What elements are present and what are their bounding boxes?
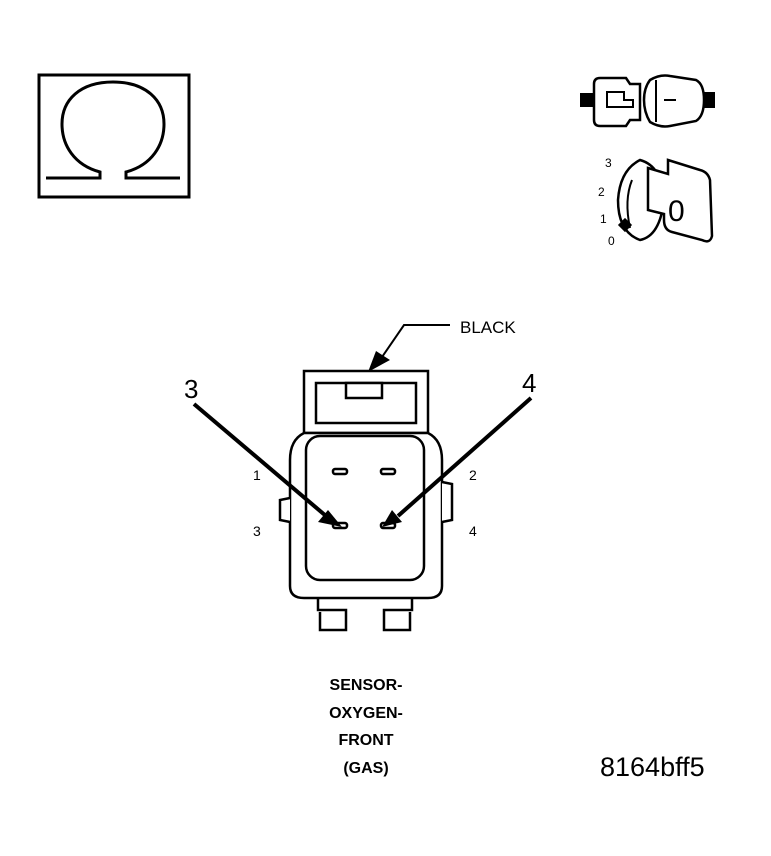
key-position-2: 2: [598, 185, 605, 199]
caption-line-4: (GAS): [343, 759, 389, 777]
pin-label-2: 2: [469, 467, 477, 483]
component-caption: SENSOR- OXYGEN- FRONT (GAS): [266, 672, 466, 782]
key-position-indicator: 0: [668, 195, 685, 228]
caption-line-3: FRONT: [338, 732, 394, 749]
pin-label-1: 1: [253, 467, 261, 483]
pin-label-4: 4: [469, 523, 477, 539]
pin-label-3: 3: [253, 523, 261, 539]
key-position-1: 1: [600, 212, 607, 226]
callout-number-4: 4: [522, 368, 536, 398]
disconnect-connector-icon: [580, 74, 715, 128]
caption-line-2: OXYGEN-: [329, 704, 403, 722]
ohmmeter-icon: [37, 73, 191, 199]
pin-2-terminal: [379, 467, 397, 476]
connector-color-callout: BLACK: [368, 318, 516, 372]
oxygen-sensor-connector: [278, 369, 454, 632]
key-position-3: 3: [605, 156, 612, 170]
callout-number-3: 3: [184, 374, 198, 404]
figure-id: 8164bff5: [600, 752, 705, 782]
pin-4-callout: 4: [382, 368, 536, 527]
caption-line-1: SENSOR-: [329, 677, 403, 694]
ignition-switch-off-icon: 3 2 1 0 0: [598, 156, 714, 248]
key-position-0: 0: [608, 234, 615, 248]
pin-3-callout: 3: [184, 374, 342, 527]
pin-1-terminal: [331, 467, 349, 476]
connector-color-label: BLACK: [460, 318, 516, 337]
